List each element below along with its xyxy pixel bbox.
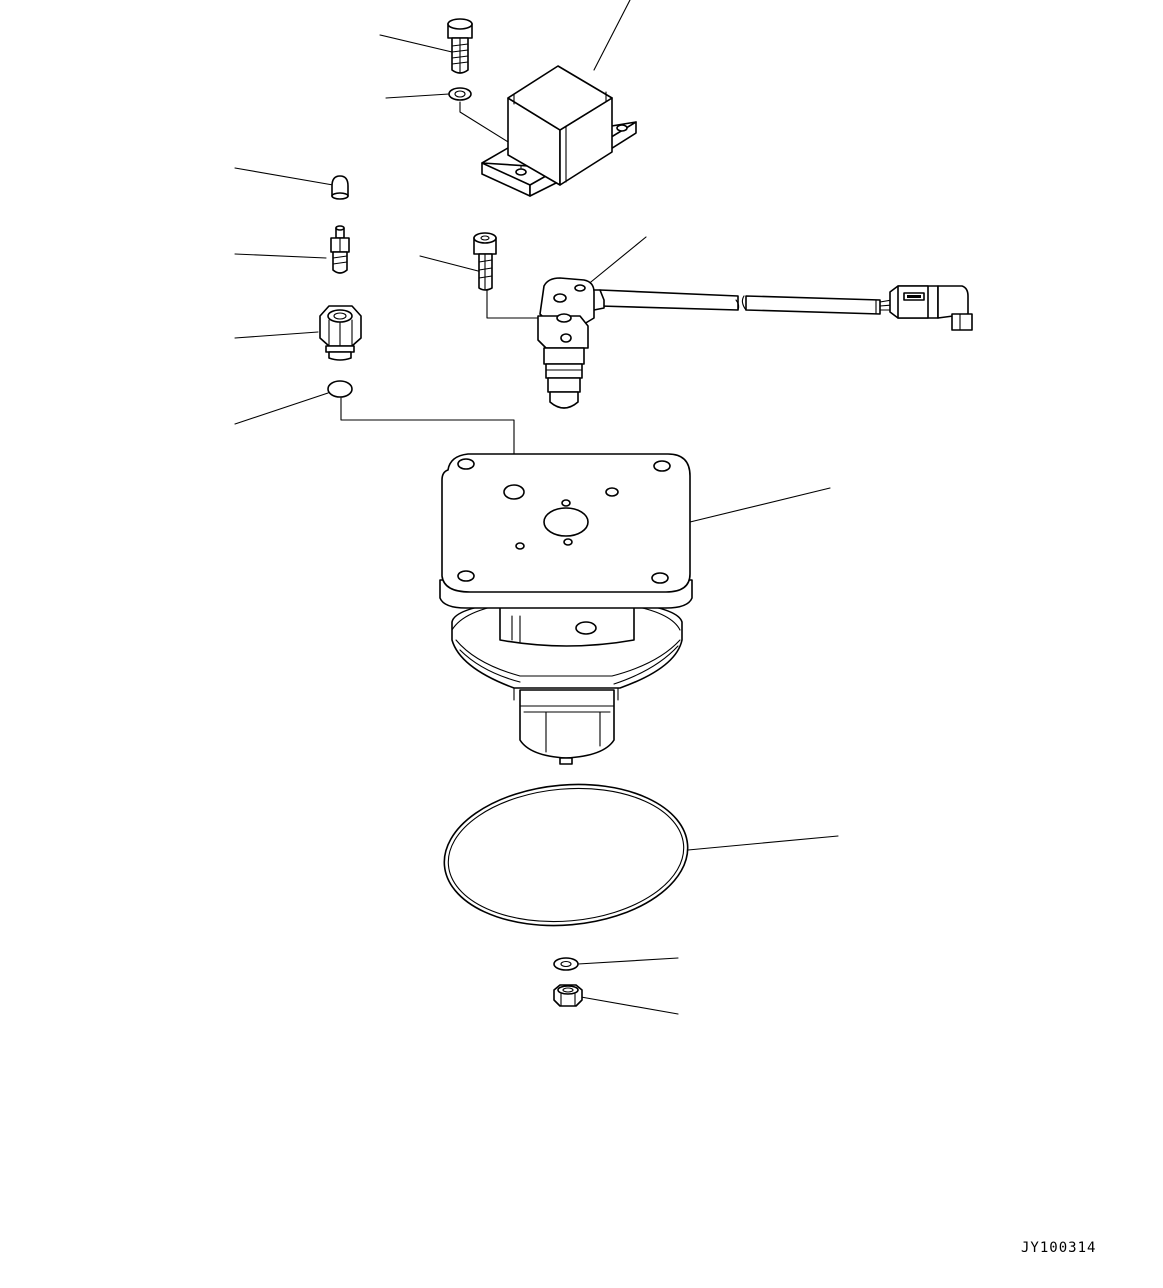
leader-o-ring-small xyxy=(234,392,329,425)
washer-top-icon xyxy=(448,87,472,101)
leader-nut-bottom xyxy=(580,996,679,1015)
leader-washer-top xyxy=(385,93,450,99)
leader-cap xyxy=(234,167,334,186)
plug-icon xyxy=(319,305,362,361)
washer-bottom-icon xyxy=(553,957,579,971)
nut-bottom-icon xyxy=(553,984,583,1007)
leader-o-ring-large xyxy=(687,835,839,851)
cap-icon xyxy=(331,175,349,200)
leader-body xyxy=(689,487,831,523)
assembly-line-sensor-bolt xyxy=(486,289,547,319)
leader-controller-box xyxy=(593,0,631,71)
leader-plug xyxy=(234,331,319,339)
sensor-with-harness-icon xyxy=(537,277,973,409)
leader-bleeder-screw xyxy=(234,253,327,259)
drawing-id: JY100314 xyxy=(1021,1240,1097,1256)
controller-box-icon xyxy=(481,65,637,197)
bleeder-screw-icon xyxy=(330,225,350,274)
sensor-bolt-icon xyxy=(473,232,497,291)
leader-bolt-top xyxy=(379,34,453,53)
leader-washer-bottom xyxy=(577,957,679,965)
o-ring-large-icon xyxy=(443,783,689,927)
leader-sensor xyxy=(585,236,647,287)
bolt-top-icon xyxy=(447,18,473,74)
main-body-icon xyxy=(439,453,693,765)
assembly-line-o-ring xyxy=(340,397,515,487)
leader-sensor-bolt xyxy=(419,255,483,273)
o-ring-small-icon xyxy=(327,380,353,398)
